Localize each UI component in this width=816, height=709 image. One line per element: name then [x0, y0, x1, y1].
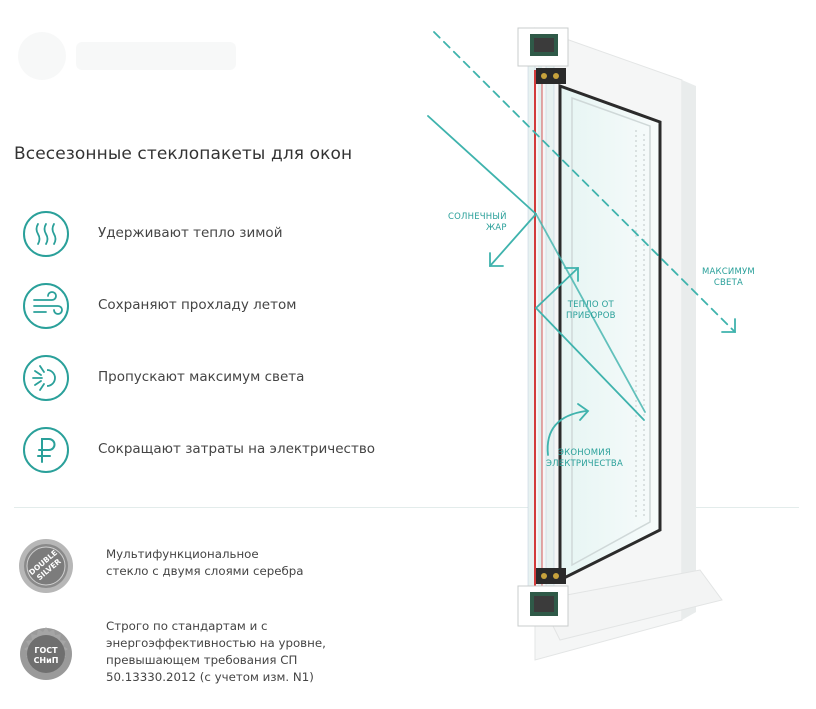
feature-item-warmth: Удерживают тепло зимой [22, 210, 442, 260]
feature-item-savings: Сокращают затраты на электричество [22, 426, 442, 476]
feature-label: Пропускают максимум света [98, 369, 305, 385]
feature-label: Сохраняют прохладу летом [98, 297, 297, 313]
seal-text: СНиП [34, 656, 59, 665]
window-cross-section [427, 27, 736, 661]
double-silver-seal-icon: DOUBLE SILVER [19, 539, 73, 593]
feature-item-light: Пропускают максимум света [22, 354, 442, 404]
page-title: Всесезонные стеклопакеты для окон [14, 144, 353, 164]
section-divider [14, 507, 799, 508]
badge-description-silver: Мультифункциональное стекло с двумя слоя… [106, 547, 304, 578]
feature-label: Сокращают затраты на электричество [98, 441, 376, 457]
gost-snip-seal-icon: ГОСТ СНиП [20, 627, 72, 680]
feature-item-cool: Сохраняют прохладу летом [22, 282, 442, 332]
ruble-icon [23, 427, 69, 473]
seal-text: ГОСТ [34, 646, 58, 655]
sun-icon [23, 355, 69, 401]
badge-description-gost: Строго по стандартам и с энергоэффективн… [106, 619, 326, 684]
logo-watermark [18, 32, 236, 80]
wind-icon [23, 283, 69, 329]
heat-waves-icon [23, 211, 69, 257]
feature-label: Удерживают тепло зимой [98, 225, 283, 241]
